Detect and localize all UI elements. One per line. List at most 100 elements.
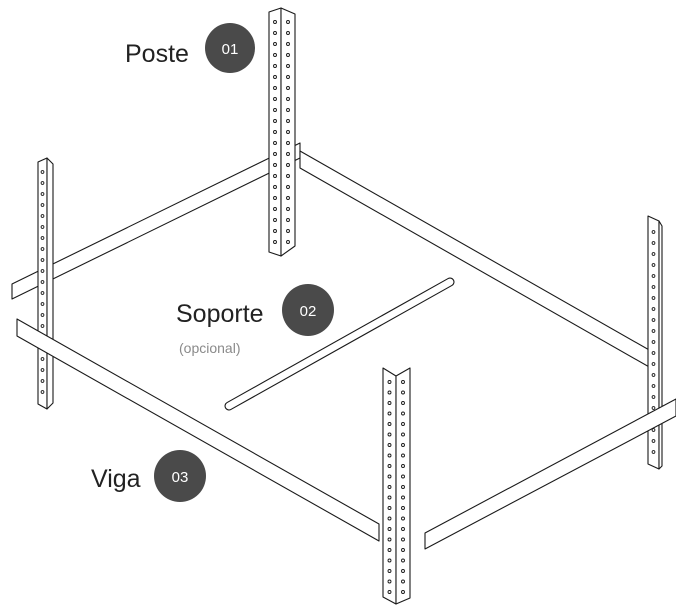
post-hole — [651, 428, 656, 432]
post-hole — [40, 269, 45, 273]
post-hole — [401, 422, 405, 426]
post-hole — [273, 130, 277, 134]
badge-03-number: 03 — [172, 469, 189, 486]
post-hole — [387, 464, 392, 468]
post-hole — [651, 406, 656, 410]
post-hole — [387, 422, 392, 426]
badge-02: 02 — [282, 284, 334, 336]
post-hole — [273, 163, 277, 167]
post-hole — [286, 75, 290, 79]
post-hole — [286, 20, 290, 24]
badge-01: 01 — [205, 23, 255, 73]
post-hole — [40, 324, 45, 328]
post-hole — [40, 203, 45, 207]
post-hole — [387, 390, 392, 395]
post-hole — [401, 464, 405, 468]
post-hole — [286, 229, 290, 233]
post-hole — [651, 296, 656, 300]
post-hole — [401, 380, 405, 384]
post-hole — [401, 495, 405, 500]
beam-back-left — [11, 142, 301, 300]
beam-front-left — [16, 318, 380, 542]
post-hole — [273, 207, 277, 211]
post-hole — [273, 53, 277, 57]
post-hole — [387, 485, 392, 489]
post-hole — [401, 474, 405, 479]
post-hole — [40, 368, 45, 372]
post-hole — [651, 439, 656, 443]
post-hole — [651, 318, 656, 322]
post-hole — [401, 485, 405, 489]
post-hole — [273, 108, 277, 112]
post-hole — [286, 174, 290, 178]
post-hole — [387, 527, 392, 531]
post-hole — [401, 516, 405, 521]
post-hole — [273, 64, 277, 68]
post-right — [647, 215, 663, 470]
post-hole — [286, 207, 290, 211]
post-hole — [273, 86, 277, 90]
post-hole — [401, 390, 405, 395]
post-hole — [273, 229, 277, 233]
post-hole — [387, 516, 392, 521]
post-hole — [401, 411, 405, 416]
post-hole — [651, 362, 656, 366]
post-hole — [40, 357, 45, 361]
post-hole — [651, 384, 656, 388]
post-hole — [273, 31, 277, 35]
post-hole — [286, 108, 290, 112]
post-hole — [401, 401, 405, 405]
post-hole — [651, 241, 656, 245]
post-hole — [286, 152, 290, 156]
post-hole — [273, 20, 277, 24]
beam-front-right — [424, 398, 676, 550]
post-hole — [40, 236, 45, 240]
post-hole — [40, 258, 45, 262]
post-hole — [286, 218, 290, 222]
post-hole — [401, 443, 405, 447]
post-back — [268, 7, 296, 257]
post-hole — [401, 569, 405, 573]
post-hole — [273, 152, 277, 156]
post-hole — [286, 141, 290, 145]
post-hole — [286, 86, 290, 90]
post-hole — [401, 537, 405, 542]
post-hole — [401, 548, 405, 552]
post-hole — [286, 53, 290, 57]
post-hole — [387, 569, 392, 573]
post-hole — [401, 506, 405, 510]
post-hole — [387, 380, 392, 384]
badge-03: 03 — [154, 450, 206, 502]
post-hole — [273, 240, 277, 244]
post-hole — [401, 432, 405, 437]
post-hole — [401, 590, 405, 594]
post-hole — [273, 185, 277, 189]
post-hole — [286, 130, 290, 134]
post-hole — [401, 527, 405, 531]
post-hole — [286, 185, 290, 189]
post-hole — [286, 119, 290, 123]
post-hole — [40, 291, 45, 295]
label-soporte: Soporte (opcional) — [176, 300, 264, 356]
post-hole — [286, 240, 290, 244]
post-hole — [651, 373, 656, 377]
post-hole — [40, 247, 45, 251]
post-hole — [286, 163, 290, 167]
post-hole — [40, 302, 45, 306]
post-hole — [387, 590, 392, 594]
post-hole — [40, 214, 45, 218]
post-hole — [387, 453, 392, 458]
post-hole — [387, 432, 392, 437]
post-hole — [651, 351, 656, 355]
post-hole — [40, 181, 45, 185]
post-hole — [651, 395, 656, 399]
post-hole — [387, 579, 392, 584]
post-hole — [651, 329, 656, 333]
post-hole — [651, 263, 656, 267]
label-viga-text: Viga — [91, 465, 141, 493]
post-hole — [651, 307, 656, 311]
post-hole — [387, 411, 392, 416]
post-hole — [273, 42, 277, 46]
label-poste: Poste — [125, 40, 189, 68]
